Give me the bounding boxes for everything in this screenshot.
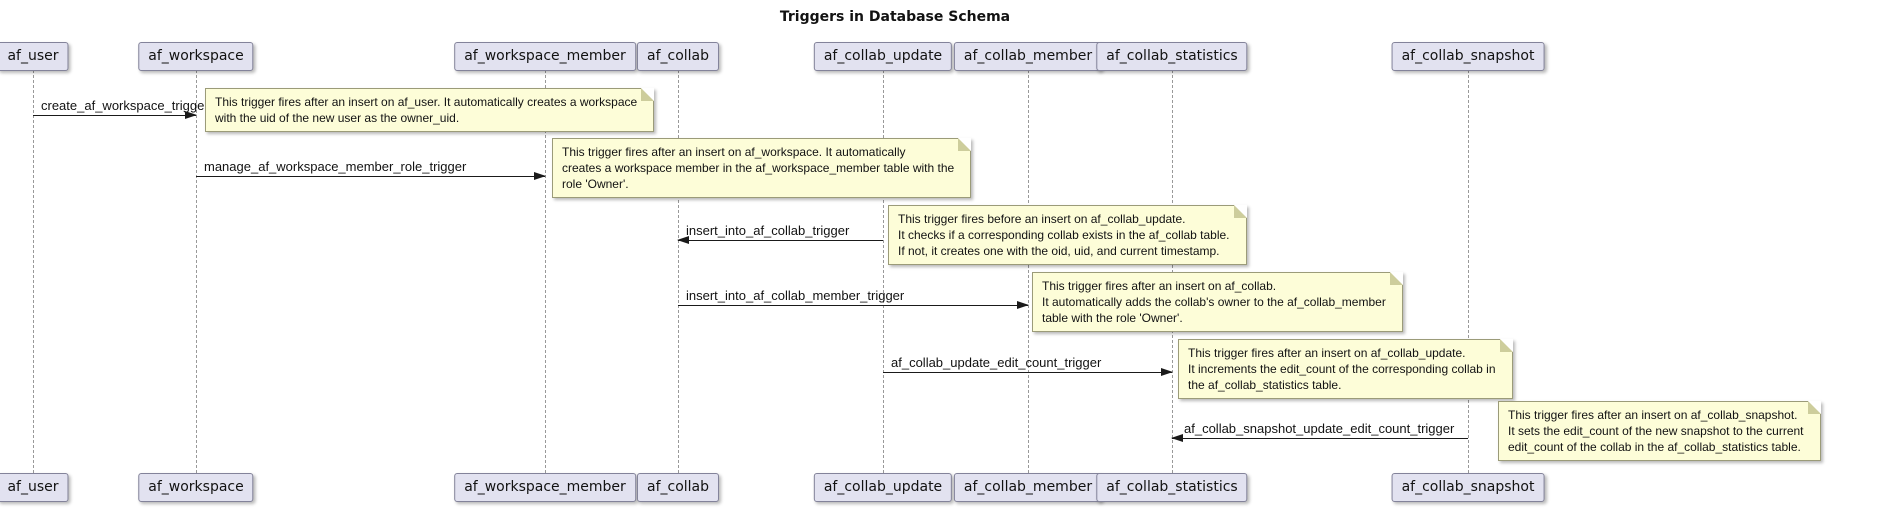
participant-top-af_workspace_member: af_workspace_member — [454, 42, 636, 71]
message-label-insert_into_af_collab_member_trigger: insert_into_af_collab_member_trigger — [686, 288, 905, 303]
participant-bottom-af_user: af_user — [0, 473, 69, 502]
lifeline-af_collab_snapshot — [1468, 70, 1469, 473]
participant-top-af_collab_statistics: af_collab_statistics — [1096, 42, 1248, 71]
participant-bottom-af_workspace: af_workspace — [138, 473, 254, 502]
message-arrow-insert_into_af_collab_trigger — [677, 236, 883, 244]
message-arrow-af_collab_snapshot_update_edit_count_trigger — [1171, 434, 1468, 442]
participant-bottom-af_collab_update: af_collab_update — [813, 473, 953, 502]
participant-top-af_collab_member: af_collab_member — [953, 42, 1103, 71]
participant-top-af_collab: af_collab — [636, 42, 720, 71]
participant-bottom-af_collab: af_collab — [636, 473, 720, 502]
participant-bottom-af_collab_member: af_collab_member — [953, 473, 1103, 502]
participant-bottom-af_workspace_member: af_workspace_member — [454, 473, 636, 502]
message-label-create_af_workspace_trigger: create_af_workspace_trigger — [41, 98, 209, 113]
participant-top-af_user: af_user — [0, 42, 69, 71]
participant-top-af_collab_update: af_collab_update — [813, 42, 953, 71]
participant-top-af_workspace: af_workspace — [138, 42, 254, 71]
note-af_collab_update_edit_count_trigger: This trigger fires after an insert on af… — [1178, 339, 1513, 399]
message-arrow-insert_into_af_collab_member_trigger — [678, 301, 1029, 309]
lifeline-af_workspace — [196, 70, 197, 473]
note-insert_into_af_collab_trigger: This trigger fires before an insert on a… — [888, 205, 1247, 265]
diagram-title: Triggers in Database Schema — [779, 9, 1011, 25]
lifeline-af_collab_update — [883, 70, 884, 473]
message-arrow-create_af_workspace_trigger — [33, 111, 197, 119]
note-manage_af_workspace_member_role_trigger: This trigger fires after an insert on af… — [552, 138, 972, 198]
message-label-af_collab_snapshot_update_edit_count_trigger: af_collab_snapshot_update_edit_count_tri… — [1184, 421, 1455, 436]
message-arrow-manage_af_workspace_member_role_trigger — [196, 172, 546, 180]
lifeline-af_collab_statistics — [1172, 70, 1173, 473]
note-insert_into_af_collab_member_trigger: This trigger fires after an insert on af… — [1032, 272, 1403, 332]
participant-bottom-af_collab_statistics: af_collab_statistics — [1096, 473, 1248, 502]
lifeline-af_collab_member — [1028, 70, 1029, 473]
note-af_collab_snapshot_update_edit_count_trigger: This trigger fires after an insert on af… — [1498, 401, 1821, 461]
lifeline-af_collab — [678, 70, 679, 473]
lifeline-af_user — [33, 70, 34, 473]
lifeline-af_workspace_member — [545, 70, 546, 473]
message-label-af_collab_update_edit_count_trigger: af_collab_update_edit_count_trigger — [891, 355, 1102, 370]
message-label-manage_af_workspace_member_role_trigger: manage_af_workspace_member_role_trigger — [204, 159, 467, 174]
participant-bottom-af_collab_snapshot: af_collab_snapshot — [1391, 473, 1545, 502]
note-create_af_workspace_trigger: This trigger fires after an insert on af… — [205, 88, 655, 132]
message-arrow-af_collab_update_edit_count_trigger — [883, 368, 1173, 376]
message-label-insert_into_af_collab_trigger: insert_into_af_collab_trigger — [686, 223, 850, 238]
participant-top-af_collab_snapshot: af_collab_snapshot — [1391, 42, 1545, 71]
